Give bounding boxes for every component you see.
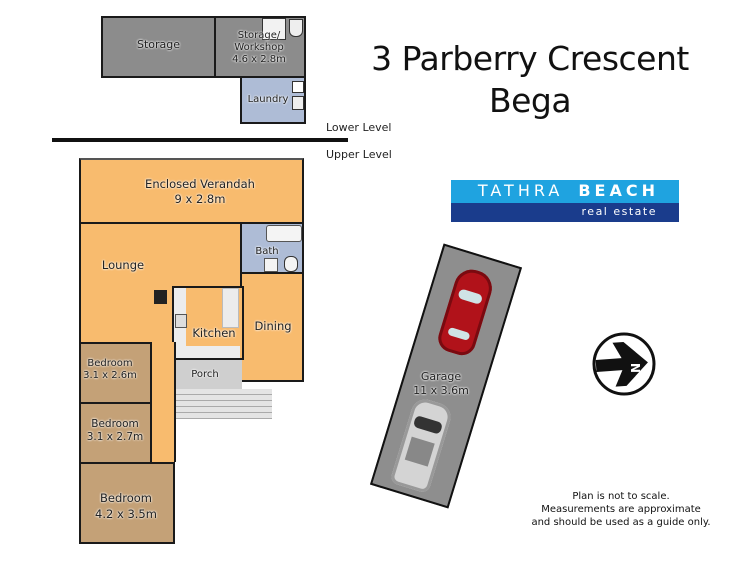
room-porch-label: Porch [191,369,219,380]
kitchen-bench-bottom [174,346,240,358]
room-bath-label: Bath [255,246,279,257]
room-name: Bedroom [91,418,139,430]
room-label-line2: Workshop [234,42,284,53]
disclaimer-line2: Measurements are approximate [541,504,701,515]
rear-window [447,326,471,341]
windshield [412,415,444,435]
fireplace-icon [154,290,167,304]
title-street: 3 Parberry Crescent [371,39,689,78]
level-divider-line [52,138,348,142]
red-car-icon [434,265,497,359]
washer-fixture [292,96,304,110]
compass-svg: N [592,332,656,396]
room-kitchen-label: Kitchen [192,326,236,340]
room-bedroom-3-label: Bedroom 4.2 x 3.5m [80,490,172,522]
room-dims: 4.6 x 2.8m [232,54,286,65]
disclaimer-line1: Plan is not to scale. [572,491,670,502]
room-porch [172,359,242,389]
logo-top-band: TATHRA BEACH [451,180,679,203]
basin-fixture [264,258,278,272]
room-bedroom-1-label: Bedroom 3.1 x 2.6m [80,358,140,382]
disclaimer: Plan is not to scale. Measurements are a… [528,490,714,529]
room-dims: 9 x 2.8m [174,192,226,206]
bathtub-fixture [266,225,302,242]
room-storage-label: Storage [136,38,181,51]
stove-icon [175,314,187,328]
room-label-line1: Storage/ [237,30,281,41]
property-address-title: 3 Parberry Crescent Bega [360,38,700,122]
north-letter: N [629,363,643,373]
room-dims: 11 x 3.6m [413,384,469,397]
toilet-fixture [289,19,303,37]
room-name: Bedroom [87,358,133,369]
upper-level-label: Upper Level [326,148,392,161]
room-dining-label: Dining [254,319,292,333]
island-bench [222,288,239,328]
room-enclosed-verandah [79,158,304,224]
shower-fixture [262,18,286,40]
lower-level-label: Lower Level [326,121,392,134]
logo-bottom-band: real estate [451,203,679,222]
room-name: Bedroom [99,491,152,505]
disclaimer-line3: and should be used as a guide only. [531,517,711,528]
laundry-tub-fixture [292,81,304,93]
room-name: Garage [420,370,462,383]
room-enclosed-verandah-label: Enclosed Verandah 9 x 2.8m [100,177,300,207]
toilet-fixture [284,256,298,272]
room-bedroom-1 [79,342,152,404]
logo-word-beach: BEACH [578,181,659,200]
logo-word-tathra: TATHRA [477,181,564,200]
room-dims: 3.1 x 2.7m [86,431,144,443]
room-garage-label: Garage 11 x 3.6m [406,370,476,398]
porch-steps [172,389,272,419]
room-dims: 3.1 x 2.6m [83,370,137,381]
room-name: Enclosed Verandah [145,177,255,191]
windshield [457,288,484,305]
room-bedroom-3 [79,462,175,544]
room-storage [101,16,216,78]
north-arrow-icon: N [592,332,656,396]
room-bedroom-2-label: Bedroom 3.1 x 2.7m [82,418,148,444]
agency-logo: TATHRA BEACH real estate [451,180,679,222]
silver-car-icon [389,396,455,494]
title-suburb: Bega [488,81,572,120]
hallway [150,342,176,462]
room-storage-workshop-label: Storage/ Workshop 4.6 x 2.8m [214,30,304,66]
room-dims: 4.2 x 3.5m [95,507,157,521]
room-lounge-label: Lounge [101,258,145,272]
roof [404,436,435,467]
room-laundry-label: Laundry [247,94,289,105]
